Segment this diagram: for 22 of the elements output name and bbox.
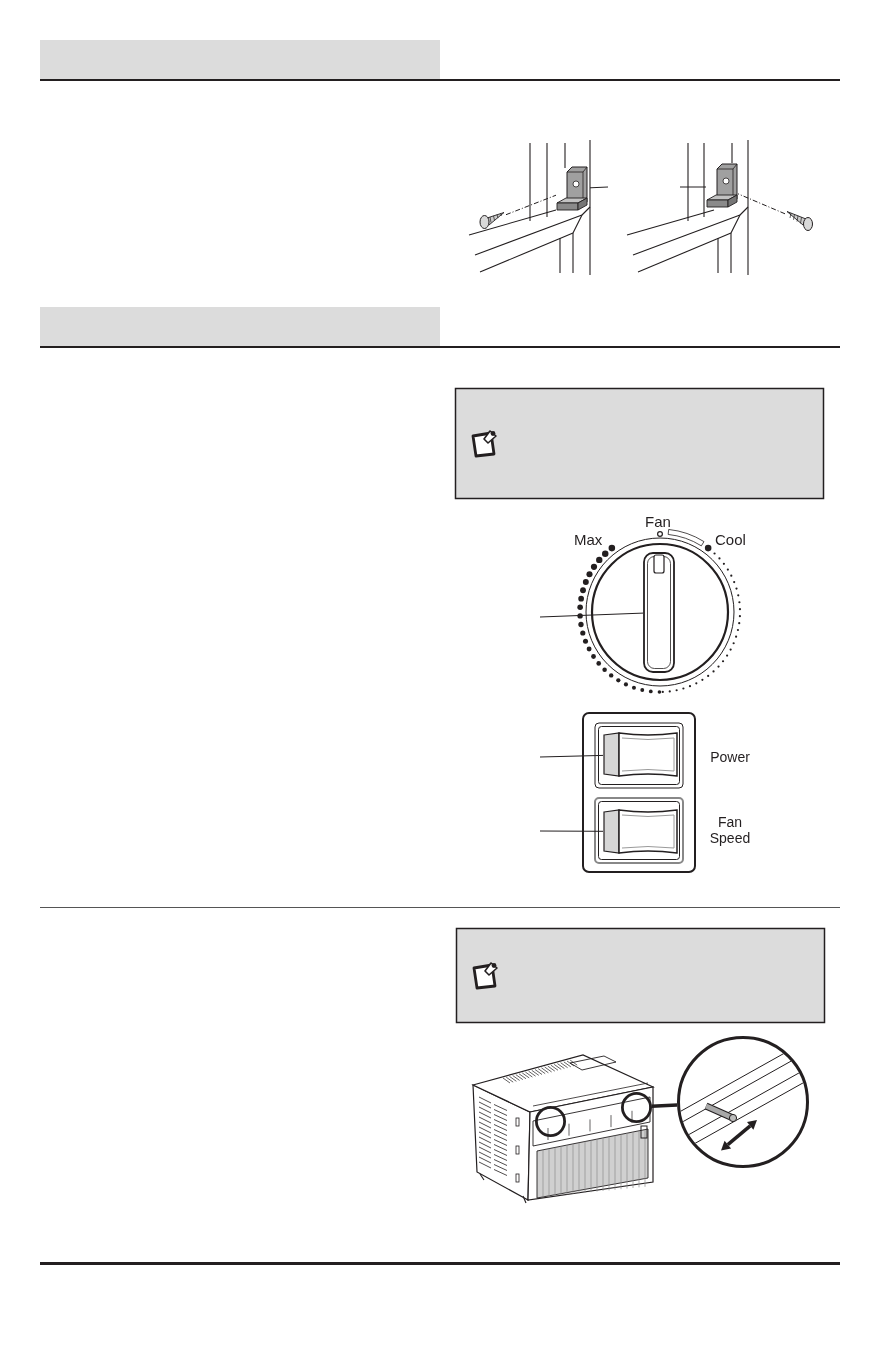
leader-line bbox=[589, 186, 609, 189]
switch-label: Fan Speed bbox=[708, 814, 752, 846]
rocker-switch bbox=[603, 809, 678, 854]
highlight-circle bbox=[534, 1105, 566, 1137]
dial-label: Max bbox=[574, 532, 603, 548]
leader-line bbox=[539, 830, 604, 832]
guide-line bbox=[737, 193, 786, 215]
mounting-bracket bbox=[556, 165, 590, 212]
rocker-switch bbox=[603, 732, 678, 777]
leader-line bbox=[679, 186, 707, 188]
dial-label: Cool bbox=[715, 532, 746, 548]
leader-line bbox=[539, 612, 644, 618]
screw bbox=[785, 209, 814, 231]
guide-line bbox=[505, 194, 557, 216]
switch-label: Power bbox=[709, 749, 751, 765]
magnified-view bbox=[677, 1036, 809, 1168]
highlight-circle bbox=[620, 1091, 652, 1123]
knob-grip bbox=[643, 552, 675, 673]
screw bbox=[479, 209, 506, 231]
dial-label: Fan bbox=[645, 514, 671, 530]
leader-line bbox=[539, 754, 604, 758]
connector-line bbox=[651, 1103, 678, 1109]
